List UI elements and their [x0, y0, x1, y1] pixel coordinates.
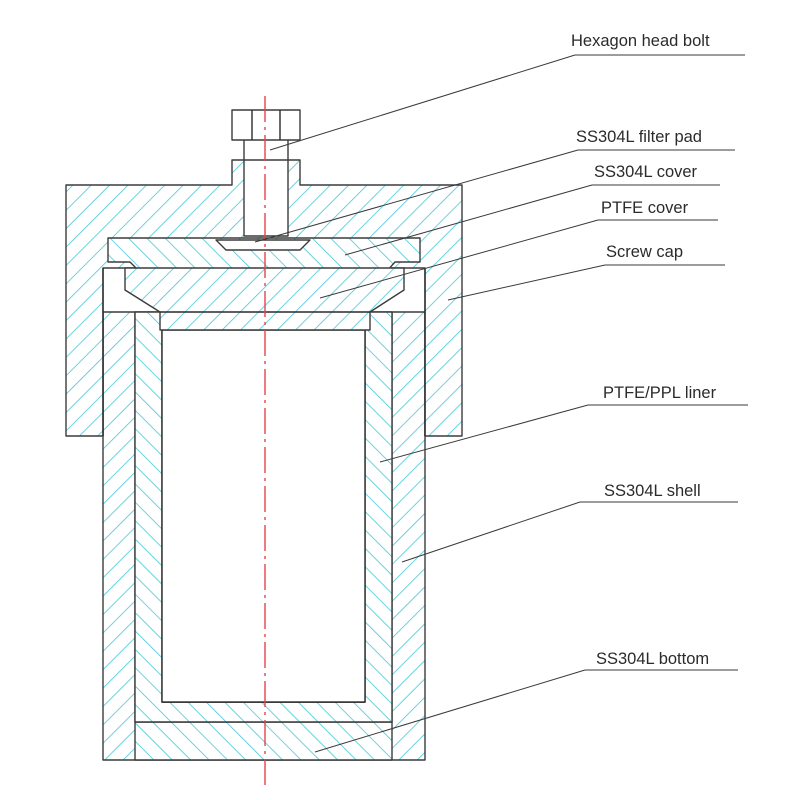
- callout-ss304l-bottom: SS304L bottom: [314, 650, 738, 753]
- label-ss304l-bottom: SS304L bottom: [596, 650, 709, 668]
- callout-ptfe-ppl-liner: PTFE/PPL liner: [379, 384, 748, 463]
- callout-hexagon-head-bolt: Hexagon head bolt: [269, 32, 745, 151]
- label-ss304l-shell: SS304L shell: [604, 482, 701, 500]
- callout-ss304l-cover: SS304L cover: [344, 163, 720, 256]
- callout-ptfe-cover: PTFE cover: [319, 199, 718, 299]
- label-ss304l-filter-pad: SS304L filter pad: [576, 128, 702, 146]
- label-ss304l-cover: SS304L cover: [594, 163, 698, 181]
- callout-screw-cap: Screw cap: [447, 243, 725, 301]
- callout-ss304l-filter-pad: SS304L filter pad: [254, 128, 735, 243]
- ss304l-bottom: [134, 721, 393, 761]
- hexagon-head-bolt: [231, 109, 301, 237]
- ss304l-filter-pad: [215, 239, 311, 251]
- label-hexagon-head-bolt: Hexagon head bolt: [571, 32, 710, 50]
- screw-cap-inner-step: [102, 268, 426, 436]
- label-ptfe-ppl-liner: PTFE/PPL liner: [603, 384, 717, 402]
- inner-chamber: [161, 329, 366, 703]
- label-ptfe-cover: PTFE cover: [601, 199, 689, 217]
- callout-ss304l-shell: SS304L shell: [401, 482, 738, 563]
- label-screw-cap: Screw cap: [606, 243, 683, 261]
